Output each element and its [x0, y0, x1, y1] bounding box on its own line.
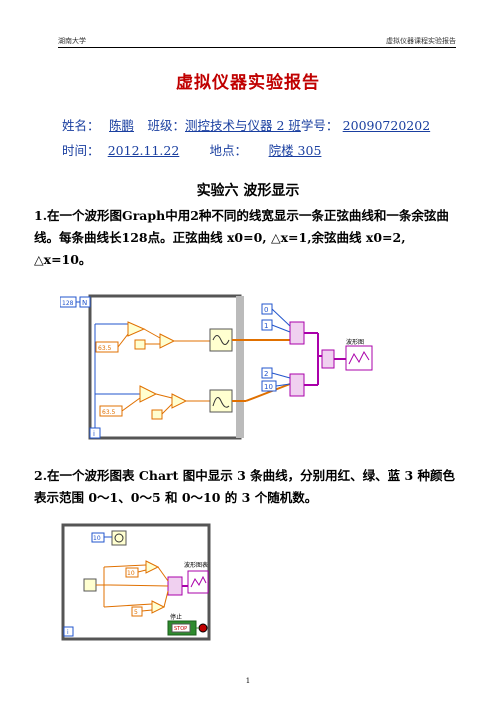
dx-sine-text: 1 [264, 322, 268, 330]
block-diagram-2: 10 10 5 波形图表 停止 STOP i [60, 523, 212, 641]
bundle-node [167, 576, 183, 596]
multiply-node-2 [171, 393, 188, 409]
loop-index-2-label: i [67, 629, 69, 636]
student-id: 20090720202 [342, 118, 431, 133]
stop-label: 停止 [170, 613, 182, 621]
wait-const-text: 10 [93, 535, 101, 542]
report-place: 院楼 305 [268, 143, 322, 158]
x0-cos-text: 2 [264, 370, 268, 378]
pi-const-2 [151, 409, 163, 420]
n-terminal-label: N [82, 299, 87, 307]
bundle-cos [289, 373, 305, 397]
loop-index [89, 427, 101, 439]
random-node [83, 578, 97, 592]
info-row-1: 姓名： 陈鹏 班级：测控技术与仪器 2 班学号： 20090720202 [62, 115, 430, 134]
block-diagram-1: 128 N i 63.5 63.5 [60, 294, 246, 444]
bundle-sine [289, 321, 305, 345]
wait-ms-node [111, 530, 127, 546]
chart-label: 波形图表 [184, 561, 208, 569]
block-diagram-1-outputs: 0 1 2 10 波形图 [246, 294, 376, 404]
question-1: 1.在一个波形图Graph中用2种不同的线宽显示一条正弦曲线和一条余弦曲线。每条… [34, 208, 449, 267]
page-header: 湖南大学 虚拟仪器课程实验报告 [58, 34, 456, 48]
build-array [321, 349, 335, 369]
page-number: 1 [245, 677, 251, 685]
info-row-2: 时间： 2012.11.22 地点： 院楼 305 [62, 140, 343, 159]
class-label: 班级： [147, 118, 186, 133]
experiment-title: 实验六 波形显示 [196, 183, 300, 199]
waveform-graph-label: 波形图 [346, 338, 364, 346]
student-name: 陈鹏 [109, 118, 135, 133]
dx-cos-text: 10 [264, 383, 273, 391]
pi-const-1 [134, 339, 146, 350]
class-name: 测控技术与仪器 2 班 [185, 118, 301, 133]
loop-condition [198, 623, 208, 633]
multiply-node-1 [159, 333, 176, 349]
id-label: 学号： [300, 118, 339, 133]
loop-index-2 [63, 626, 74, 637]
stop-button-text: STOP [174, 626, 187, 632]
question-2: 2.在一个波形图表 Chart 图中显示 3 条曲线，分别用红、绿、蓝 3 种颜… [34, 468, 456, 505]
while-loop-frame [61, 523, 211, 641]
multiply-5 [151, 600, 166, 614]
divide-node-1 [127, 321, 146, 337]
mult-const-5 [131, 606, 143, 617]
report-date: 2012.11.22 [107, 143, 180, 158]
header-right: 虚拟仪器课程实验报告 [386, 37, 456, 45]
loop-index-label: i [93, 430, 95, 438]
report-title: 虚拟仪器实验报告 [176, 73, 320, 93]
for-loop-frame [88, 294, 242, 440]
const-63-5-b-text: 63.5 [102, 409, 116, 416]
place-label: 地点： [209, 143, 247, 158]
header-left: 湖南大学 [58, 37, 86, 45]
x0-sine-text: 0 [264, 306, 268, 314]
mult-const-10 [125, 567, 139, 578]
mult-const-5-text: 5 [134, 609, 138, 616]
n-value: 128 [62, 300, 74, 307]
name-label: 姓名： [62, 118, 100, 133]
mult-const-10-text: 10 [127, 570, 135, 577]
const-63-5-a-text: 63.5 [98, 345, 112, 352]
multiply-10 [145, 560, 160, 574]
divide-node-2 [139, 385, 158, 403]
time-label: 时间： [62, 143, 100, 158]
